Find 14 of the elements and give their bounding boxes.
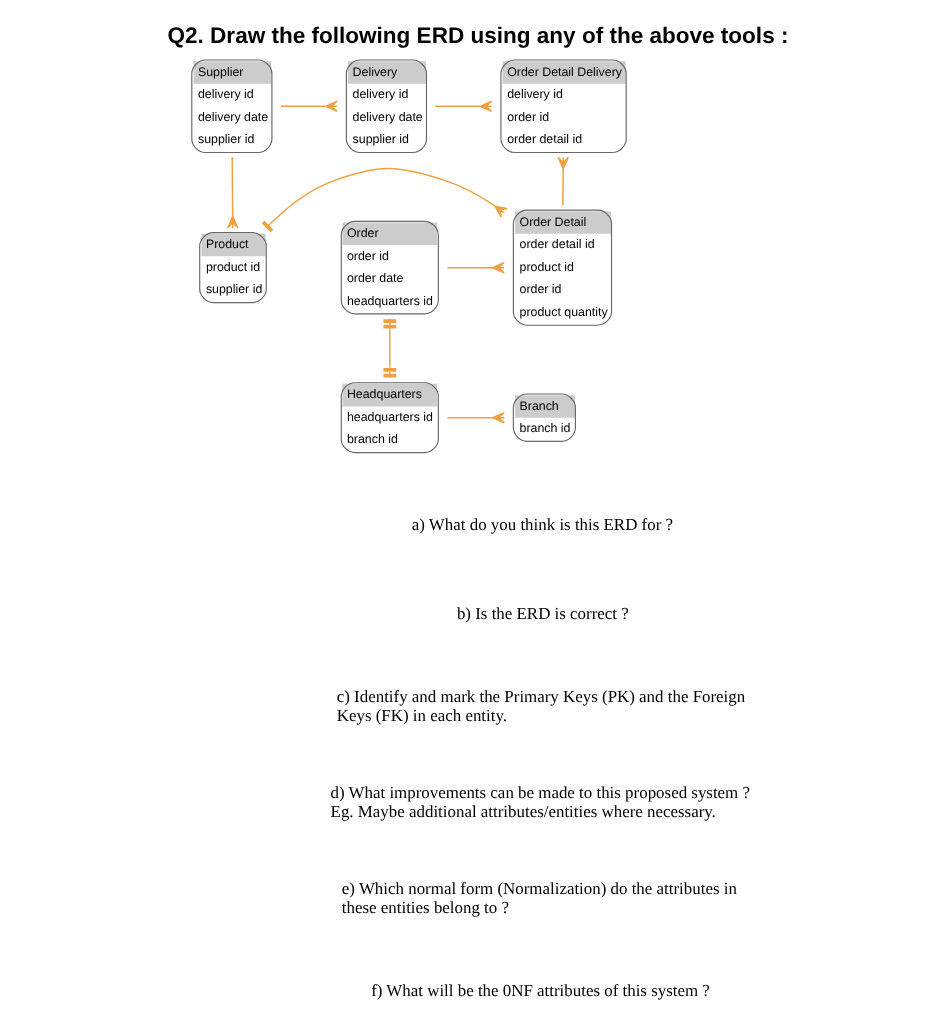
label: d) What improvements can be made to this proposed system ? Eg. Maybe additional attributes/entities where necessary. (329, 781, 750, 822)
connector (556, 156, 569, 207)
label: a) What do you think is this ERD for ? (410, 513, 673, 534)
diagram-title: Q2. Draw the following ERD using any of the above tools : (166, 25, 788, 50)
connector (445, 411, 504, 424)
connector (225, 156, 238, 229)
label: e) Which normal form (Normalization) do the attributes in these entities belong to ? (340, 877, 736, 918)
label: c) Identify and mark the Primary Keys (PK) and the Foreign Keys (FK) in each entity. (335, 686, 745, 726)
connector (260, 167, 507, 233)
label: b) Is the ERD is correct ? (455, 603, 628, 624)
connector (433, 100, 492, 113)
label: f) What will be the 0NF attributes of this system ? (370, 979, 709, 1000)
connector (279, 100, 337, 113)
connector (445, 261, 504, 274)
